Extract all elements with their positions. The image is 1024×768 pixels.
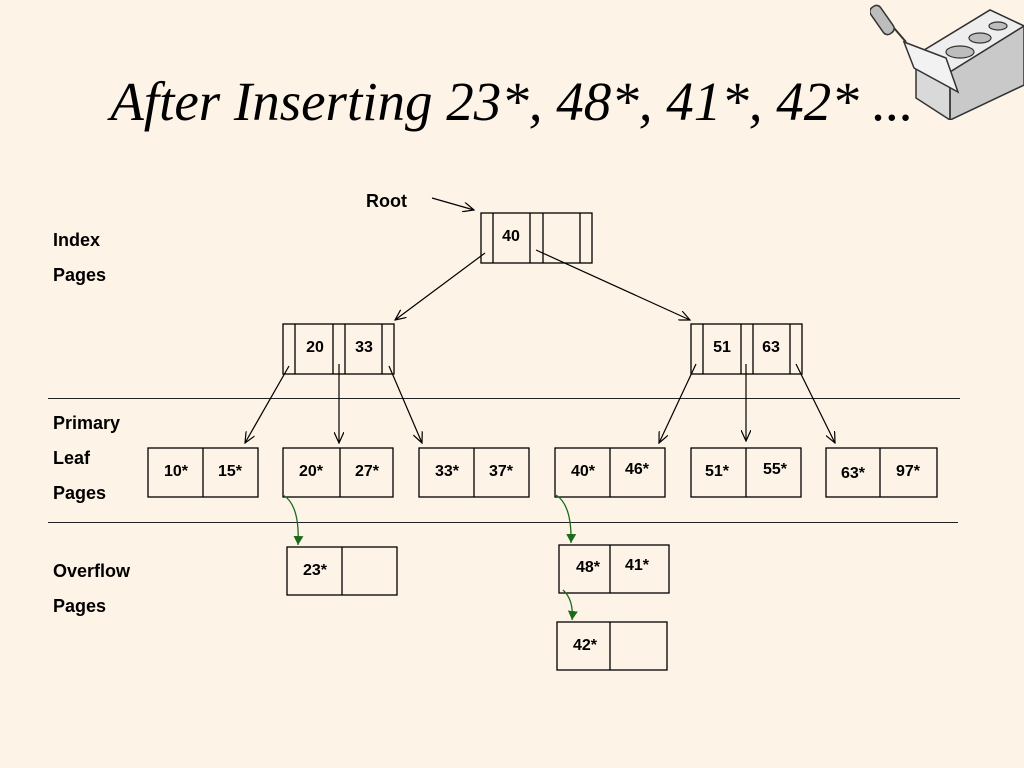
- arrow-root-to-right: [535, 249, 690, 320]
- overflow-page-2: 48* 41*: [558, 544, 670, 594]
- separator-top: [48, 398, 960, 399]
- primary-label-line2: Leaf: [53, 448, 91, 468]
- index-node-right: 51 63: [690, 323, 803, 375]
- arrow-right-to-leaf-4: [659, 363, 697, 443]
- overflow-2-entry-2: 41*: [625, 557, 650, 574]
- separator-bottom: [48, 522, 958, 523]
- index-node-root: 40: [480, 212, 593, 264]
- right-index-key-2: 63: [762, 339, 780, 356]
- overflow-arrow-leaf4-to-overflow2: [555, 494, 577, 544]
- root-label: Root: [366, 191, 407, 211]
- root-key-1: 40: [502, 228, 520, 245]
- overflow-3-entry-1: 42*: [573, 637, 598, 654]
- index-label-line2: Pages: [53, 265, 107, 285]
- leaf-page-4: 40* 46*: [554, 447, 666, 498]
- overflow-2-entry-1: 48*: [576, 559, 601, 576]
- leaf-page-5: 51* 55*: [690, 447, 802, 498]
- primary-label-line1: Primary: [53, 413, 121, 433]
- leaf-page-3: 33* 37*: [418, 447, 530, 498]
- brick-trowel-logo: [870, 4, 1024, 120]
- right-index-key-1: 51: [713, 339, 731, 356]
- leaf-6-entry-2: 97*: [896, 463, 921, 480]
- arrow-root-to-left: [395, 252, 486, 320]
- leaf-6-entry-1: 63*: [841, 465, 866, 482]
- leaf-3-entry-1: 33*: [435, 463, 460, 480]
- leaf-2-entry-1: 20*: [299, 463, 324, 480]
- left-index-key-2: 33: [355, 339, 373, 356]
- primary-label-line3: Pages: [53, 483, 107, 503]
- leaf-5-entry-2: 55*: [763, 461, 788, 478]
- overflow-page-1: 23*: [286, 546, 398, 596]
- leaf-page-2: 20* 27*: [282, 447, 394, 498]
- arrow-left-to-leaf-3: [388, 365, 422, 443]
- arrow-right-to-leaf-6: [795, 363, 835, 443]
- index-label-line1: Index: [53, 230, 101, 250]
- root-pointer-arrow: [431, 197, 474, 210]
- primary-leaf-pages-label: Primary Leaf Pages: [53, 406, 120, 511]
- overflow-1-entry-1: 23*: [303, 562, 328, 579]
- leaf-2-entry-2: 27*: [355, 463, 380, 480]
- leaf-5-entry-1: 51*: [705, 463, 730, 480]
- index-pages-label: Index Pages: [53, 223, 106, 293]
- index-node-left: 20 33: [282, 323, 395, 375]
- slide-title: After Inserting 23*, 48*, 41*, 42* ...: [110, 71, 914, 132]
- arrow-left-to-leaf-1: [245, 365, 290, 443]
- leaf-4-entry-1: 40*: [571, 463, 596, 480]
- leaf-page-6: 63* 97*: [825, 447, 938, 498]
- leaf-page-1: 10* 15*: [147, 447, 259, 498]
- overflow-pages-label: Overflow Pages: [53, 554, 130, 624]
- overflow-label-line2: Pages: [53, 596, 107, 616]
- leaf-1-entry-2: 15*: [218, 463, 243, 480]
- overflow-arrow-overflow2-to-overflow3: [562, 589, 578, 621]
- overflow-label-line1: Overflow: [53, 561, 131, 581]
- leaf-3-entry-2: 37*: [489, 463, 514, 480]
- left-index-key-1: 20: [306, 339, 324, 356]
- leaf-4-entry-2: 46*: [625, 461, 650, 478]
- overflow-page-3: 42*: [556, 621, 668, 671]
- overflow-arrow-leaf2-to-overflow1: [282, 494, 304, 546]
- leaf-1-entry-1: 10*: [164, 463, 189, 480]
